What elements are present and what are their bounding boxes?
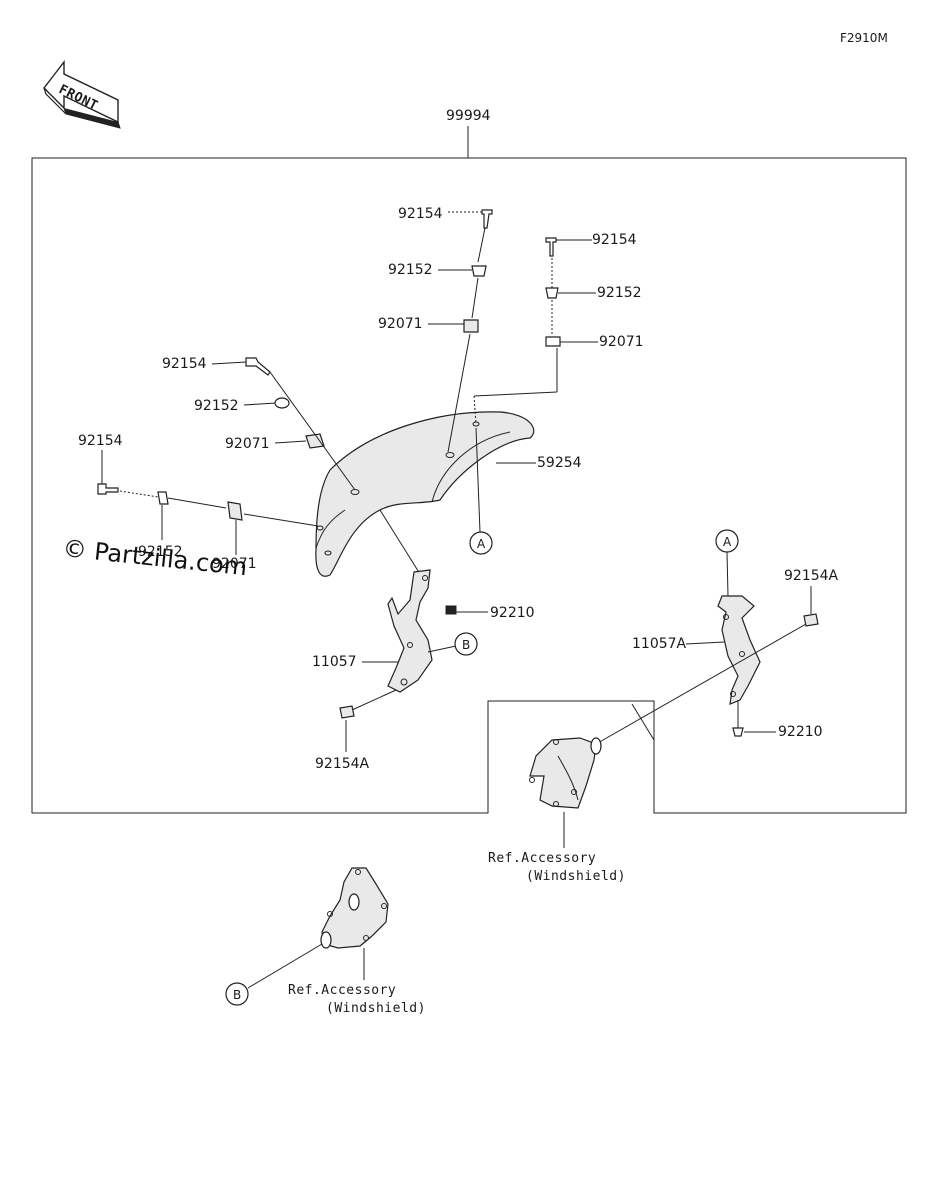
ref-accessory-2-label: Ref.Accessory (288, 983, 396, 998)
bolt-icon (339, 705, 355, 719)
part-label-grommet-left-lower: 92071 (212, 556, 257, 572)
part-label-nut-left: 92210 (490, 605, 535, 621)
part-label-bracket-left: 11057 (312, 654, 357, 670)
front-arrow-icon: FRONT (43, 59, 121, 129)
kit-number-label: 99994 (446, 108, 491, 124)
windshield (315, 411, 535, 577)
part-label-collar-left-lower: 92152 (138, 544, 183, 560)
ref-accessory-2-sub: (Windshield) (326, 1001, 426, 1016)
part-label-windshield: 59254 (537, 455, 582, 471)
grommet-icon (305, 433, 325, 449)
left-upper-hardware: 92154 92152 92071 (162, 356, 356, 491)
part-label-collar-right: 92152 (597, 285, 642, 301)
bolt-icon (481, 209, 493, 229)
callout-b-lower-circle (225, 982, 249, 1006)
callout-a-right-label: A (723, 535, 732, 549)
callout-a-circle (469, 531, 493, 555)
grommet-icon (545, 336, 561, 347)
collar-icon (545, 287, 559, 299)
watermark: © Partzilla.com (61, 534, 248, 581)
part-label-bolt-bracket-right: 92154A (784, 568, 839, 584)
part-label-bolt-right: 92154 (592, 232, 637, 248)
part-label-collar-left-upper: 92152 (194, 398, 239, 414)
ref-accessory-mount-2 (320, 867, 389, 980)
kit-outline (31, 157, 907, 814)
diagram-code: F2910M (840, 31, 888, 45)
grommet-icon (463, 319, 479, 333)
bolt-icon (545, 237, 557, 257)
part-label-bolt-left-lower: 92154 (78, 433, 123, 449)
bolt-icon (97, 483, 119, 495)
bolt-icon (803, 613, 819, 627)
nut-icon (445, 605, 457, 615)
collar-icon (274, 397, 290, 409)
collar-icon (157, 491, 169, 505)
ref-accessory-1-label: Ref.Accessory (488, 851, 596, 866)
top-hardware: 92154 92152 92071 (378, 206, 493, 453)
part-label-nut-right: 92210 (778, 724, 823, 740)
ref-accessory-mount-1 (529, 703, 655, 848)
left-lower-hardware: 92154 92152 92071 (78, 433, 319, 572)
part-label-bolt-bracket-left: 92154A (315, 756, 370, 772)
part-label-collar-top: 92152 (388, 262, 433, 278)
right-bracket: A 11057A (632, 529, 761, 728)
bolt-icon (245, 357, 271, 376)
callout-b-lower-label: B (233, 988, 241, 1002)
collar-icon (471, 265, 487, 277)
ref-accessory-1-sub: (Windshield) (526, 869, 626, 884)
part-label-grommet-left-upper: 92071 (225, 436, 270, 452)
nut-icon (732, 727, 744, 737)
part-label-bolt-left-upper: 92154 (162, 356, 207, 372)
part-label-grommet-right: 92071 (599, 334, 644, 350)
callout-b-circle (454, 632, 478, 656)
part-label-grommet-top: 92071 (378, 316, 423, 332)
left-bracket: 11057 (312, 509, 433, 693)
callout-a-label: A (477, 537, 486, 551)
part-label-bracket-right: 11057A (632, 636, 687, 652)
callout-b-label: B (462, 638, 470, 652)
grommet-icon (227, 501, 243, 521)
right-hardware: 92154 92152 92071 (473, 232, 644, 425)
part-label-bolt-top: 92154 (398, 206, 443, 222)
